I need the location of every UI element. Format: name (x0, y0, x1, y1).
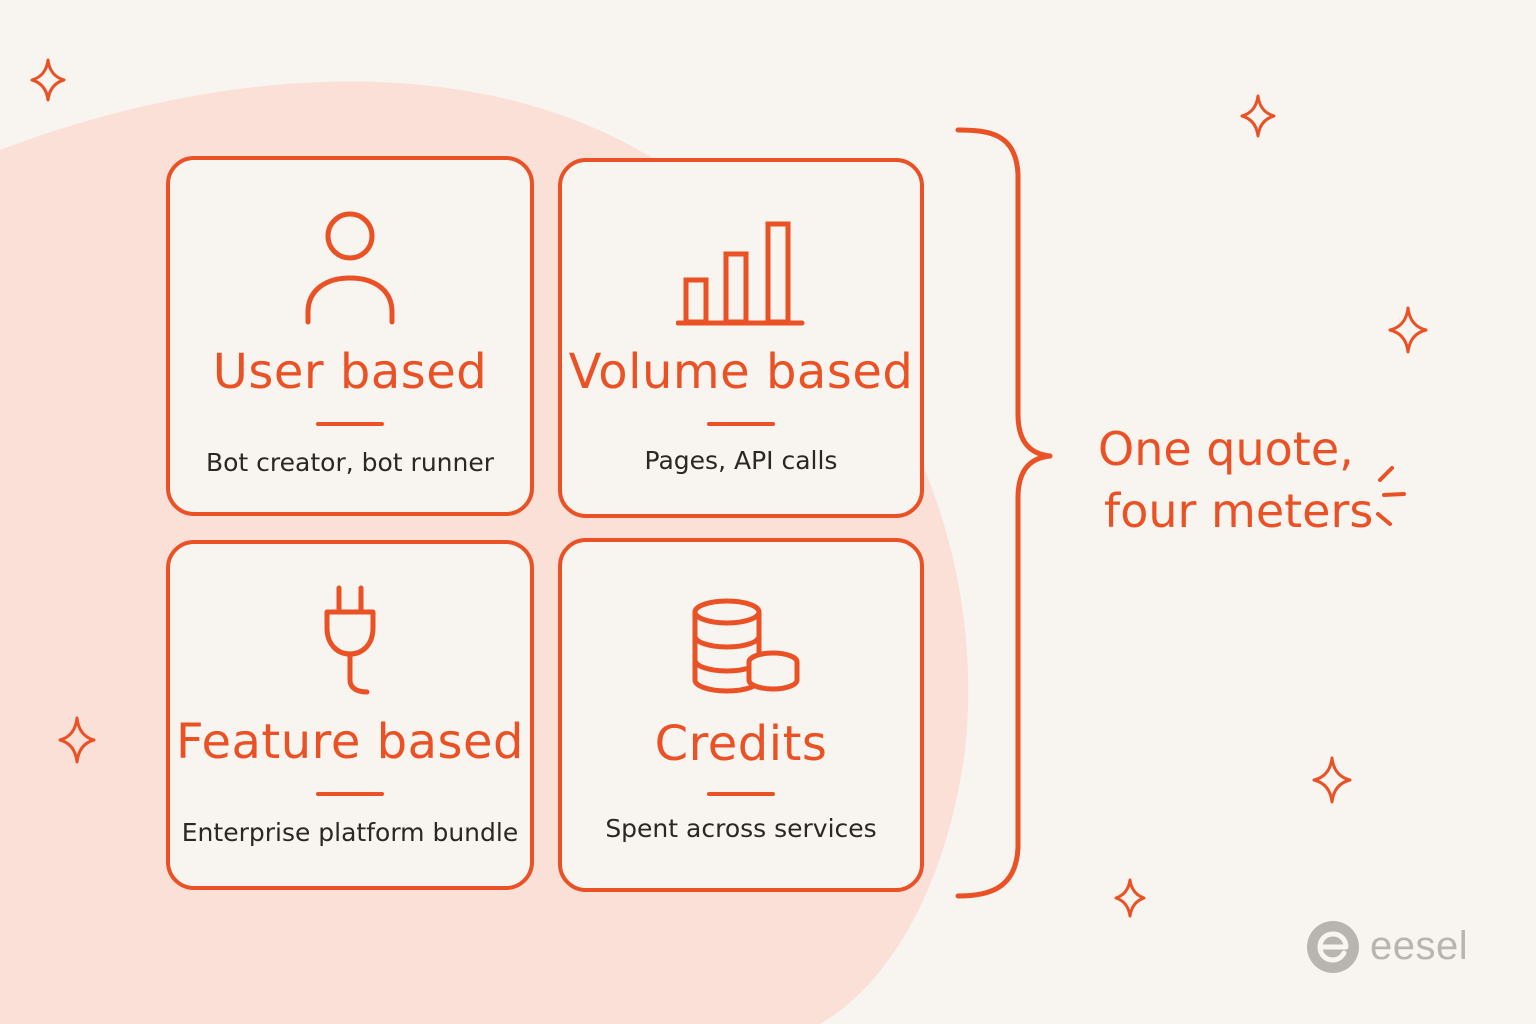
sparkle-icon (30, 58, 66, 102)
callout-text: One quote, four meters (1098, 418, 1373, 542)
card-description: Enterprise platform bundle (181, 818, 519, 847)
card-description: Bot creator, bot runner (205, 448, 495, 477)
coins-icon (692, 598, 800, 694)
card-title: Volume based (568, 344, 914, 400)
callout-line-1: One quote, (1098, 422, 1354, 476)
person-icon (305, 211, 395, 325)
sparkle-icon (58, 716, 96, 764)
sparkle-icon (1240, 94, 1276, 138)
card-title: Credits (654, 716, 828, 772)
brand-wordmark: eesel (1370, 924, 1469, 968)
title-underline (316, 422, 384, 426)
plug-icon (324, 585, 376, 695)
title-underline (707, 422, 775, 426)
card-title: User based (212, 344, 488, 400)
sparkle-icon (1312, 756, 1352, 804)
bar-chart-icon (676, 221, 805, 326)
title-underline (707, 792, 775, 796)
card-title: Feature based (175, 714, 525, 770)
card-credits: Credits Spent across services (558, 538, 924, 892)
card-volume-based: Volume based Pages, API calls (558, 158, 924, 518)
card-description: Spent across services (605, 814, 877, 843)
eesel-logo-icon (1307, 921, 1359, 973)
sparkle-icon (1388, 306, 1428, 354)
callout-line-2: four meters (1104, 484, 1374, 538)
emphasis-lines-icon (1376, 466, 1406, 526)
title-underline (316, 792, 384, 796)
curly-brace (955, 127, 1053, 899)
card-description: Pages, API calls (644, 446, 838, 475)
sparkle-icon (1114, 878, 1146, 918)
brand-logo: eesel (1306, 920, 1496, 976)
card-feature-based: Feature based Enterprise platform bundle (166, 540, 534, 890)
card-user-based: User based Bot creator, bot runner (166, 156, 534, 516)
